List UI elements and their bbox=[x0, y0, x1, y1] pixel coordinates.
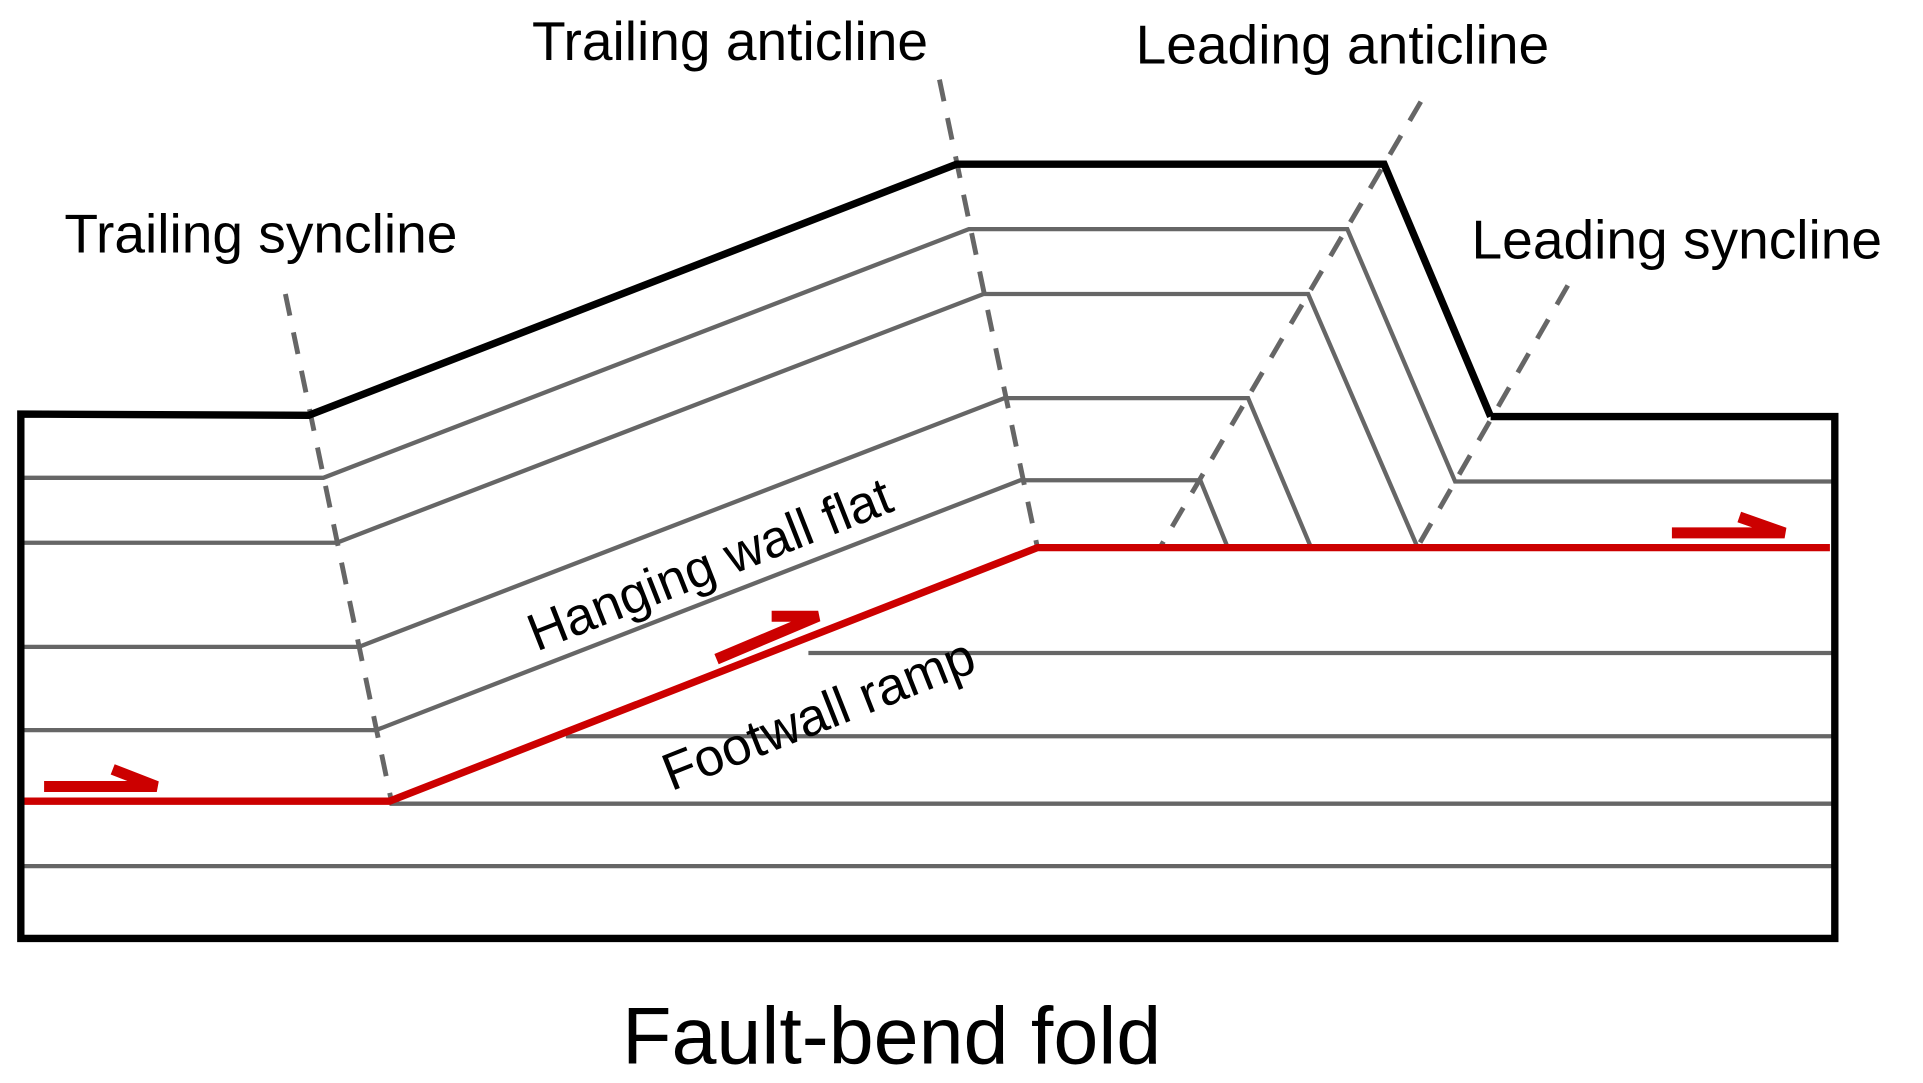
bed-2 bbox=[24, 291, 1420, 548]
leading-anticline-axis bbox=[1157, 100, 1423, 549]
leading-syncline-axis bbox=[1415, 284, 1570, 549]
bed-4 bbox=[24, 478, 1230, 733]
label-trailing-anticline: Trailing anticline bbox=[532, 10, 928, 72]
footwall-beds bbox=[22, 650, 1833, 869]
top-surface-and-frame bbox=[17, 160, 1839, 943]
right-half-arrow-icon bbox=[714, 610, 821, 665]
axial-surfaces bbox=[282, 79, 1570, 805]
trailing-anticline-axis bbox=[937, 79, 1040, 549]
diagram-title: Fault-bend fold bbox=[622, 991, 1161, 1081]
bed-1 bbox=[22, 226, 1833, 484]
label-leading-anticline: Leading anticline bbox=[1136, 14, 1550, 76]
fault-trace bbox=[24, 543, 1830, 805]
label-trailing-syncline: Trailing syncline bbox=[64, 202, 457, 264]
right-half-arrow-icon bbox=[1671, 511, 1787, 539]
label-leading-syncline: Leading syncline bbox=[1472, 208, 1883, 270]
trailing-syncline-axis bbox=[282, 293, 395, 805]
slip-arrows bbox=[44, 511, 1787, 793]
right-half-arrow-icon bbox=[44, 764, 159, 793]
